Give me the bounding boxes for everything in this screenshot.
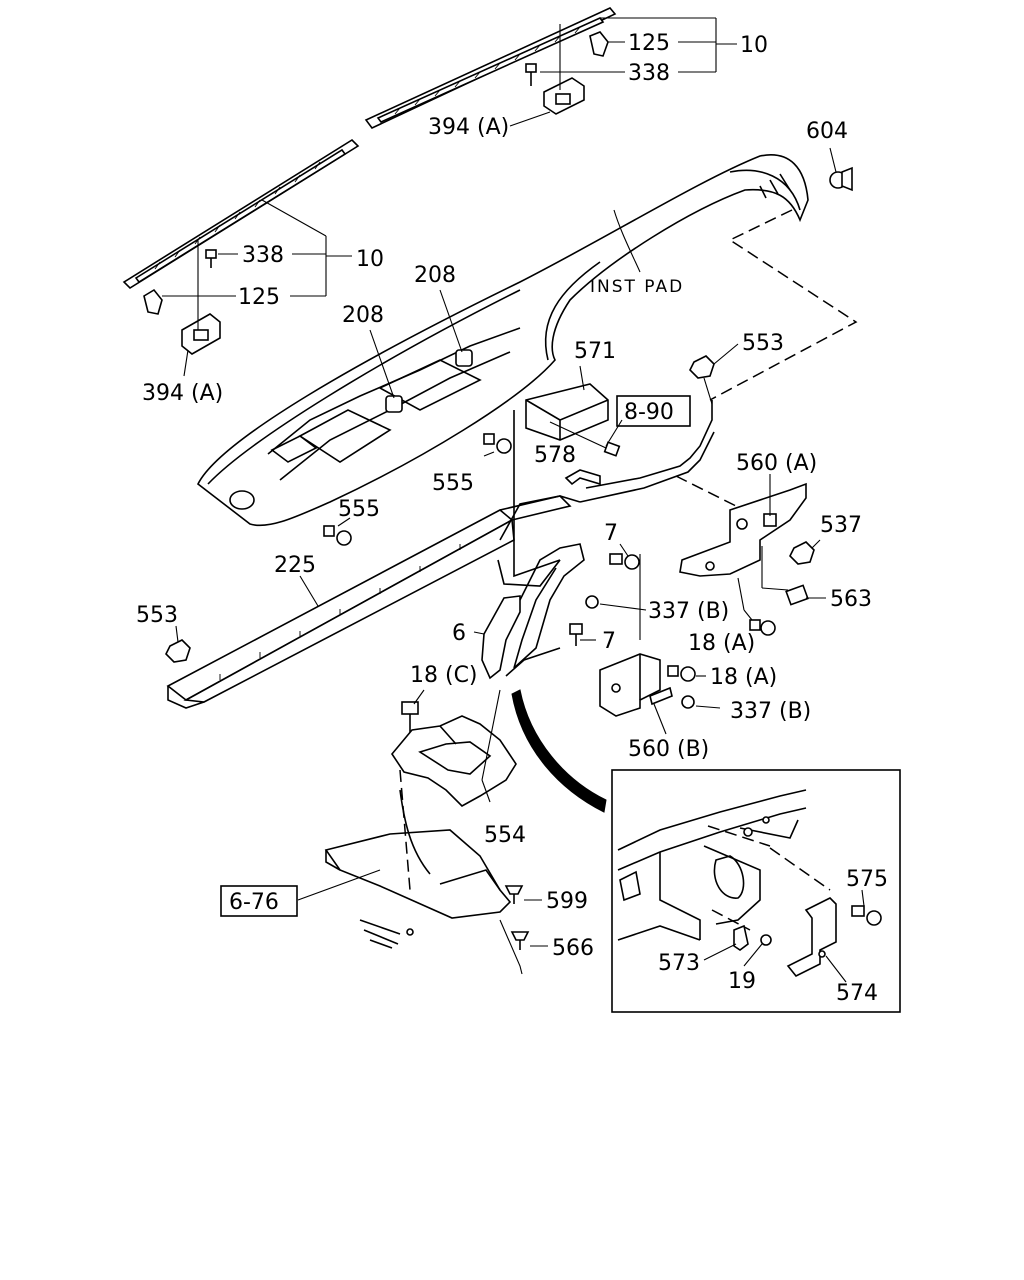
label-10-left[interactable]: 10 [356,247,384,272]
floor-section[interactable] [324,789,512,949]
detail-inset [611,769,901,1013]
defroster-grille-left[interactable] [122,138,360,290]
label-571[interactable]: 571 [574,339,616,364]
bracket-554[interactable] [391,715,517,807]
screw-19[interactable] [760,934,772,946]
defroster-grille-top[interactable] [364,7,617,130]
label-599[interactable]: 599 [546,889,588,914]
label-578[interactable]: 578 [534,443,576,468]
bracket-394a-left[interactable] [181,313,221,355]
label-563[interactable]: 563 [830,587,872,612]
label-208-a[interactable]: 208 [342,303,384,328]
duct-571[interactable] [513,383,609,578]
leaders-554 [413,689,501,803]
label-554[interactable]: 554 [484,823,526,848]
bolt-555-b[interactable] [323,525,352,546]
label-6-76[interactable]: 6-76 [229,890,279,915]
bracket-573[interactable] [733,924,749,951]
nut-537[interactable] [789,541,815,565]
detail-callout-arrow [511,689,607,813]
clip-604[interactable] [829,166,853,192]
leaders-brace [473,543,647,641]
label-225[interactable]: 225 [274,553,316,578]
bolt-18a-b[interactable] [667,665,696,682]
label-338-left[interactable]: 338 [242,243,284,268]
reference-box-6-76[interactable]: 6-76 [220,885,298,917]
label-555-b[interactable]: 555 [338,497,380,522]
label-604[interactable]: 604 [806,119,848,144]
label-553-left[interactable]: 553 [136,603,178,628]
leaders-pad [369,147,837,399]
nut-208-b[interactable] [455,349,473,367]
bolt-555-a[interactable] [483,433,512,454]
label-338-top[interactable]: 338 [628,61,670,86]
label-18a-b[interactable]: 18 (A) [710,665,777,690]
clip-563[interactable] [785,584,809,606]
label-6[interactable]: 6 [452,621,466,646]
dashed-reference-lines [399,209,858,931]
label-7-a[interactable]: 7 [604,521,618,546]
label-575[interactable]: 575 [846,867,888,892]
label-537[interactable]: 537 [820,513,862,538]
label-208-b[interactable]: 208 [414,263,456,288]
bolt-337b-a[interactable] [585,595,599,609]
clip-566[interactable] [510,931,530,950]
cross-member-225[interactable] [166,495,572,709]
bolt-337b-b[interactable] [681,695,695,709]
label-566[interactable]: 566 [552,936,594,961]
label-560a[interactable]: 560 (A) [736,451,817,476]
leaders-left-grille [162,199,352,377]
nut-553-top[interactable] [689,355,715,379]
leaders-560a [737,474,826,621]
bolt-18a-a[interactable] [749,619,776,636]
label-555-a[interactable]: 555 [432,471,474,496]
label-10-top[interactable]: 10 [740,33,768,58]
label-18a-a[interactable]: 18 (A) [688,631,755,656]
label-574[interactable]: 574 [836,981,878,1006]
label-8-90[interactable]: 8-90 [624,400,674,425]
label-394a-top[interactable]: 394 (A) [428,115,509,140]
label-7-b[interactable]: 7 [602,629,616,654]
label-19[interactable]: 19 [728,969,756,994]
brace-6[interactable] [481,543,585,680]
label-125-top[interactable]: 125 [628,31,670,56]
label-560b[interactable]: 560 (B) [628,737,709,762]
nut-208-a[interactable] [385,395,403,413]
bolt-890-ref[interactable] [603,441,621,457]
leaders-cross-member [175,451,495,643]
bracket-560b[interactable] [599,653,673,717]
instrument-pad[interactable] [196,154,809,527]
inst-pad-label[interactable]: INST PAD [590,277,684,297]
label-553-top[interactable]: 553 [742,331,784,356]
label-394a-left[interactable]: 394 (A) [142,381,223,406]
clip-125-left[interactable] [143,288,163,315]
bolt-575[interactable] [851,905,882,926]
label-573[interactable]: 573 [658,951,700,976]
label-18c[interactable]: 18 (C) [410,663,478,688]
leaders-floor [297,869,548,975]
screw-338-top[interactable] [525,63,537,86]
reference-box-8-90[interactable]: 8-90 [616,395,691,427]
bolt-7-a[interactable] [609,553,640,570]
nut-553-left[interactable] [165,639,191,663]
label-337b-a[interactable]: 337 (B) [648,599,729,624]
bolt-7-b[interactable] [569,623,583,646]
leaders-571 [549,365,623,449]
bracket-574[interactable] [786,897,837,978]
clip-125-top[interactable] [589,31,609,57]
bracket-394a-top[interactable] [543,77,585,115]
reinforcement-578[interactable] [497,400,715,587]
screw-338-left[interactable] [205,249,217,268]
label-337b-b[interactable]: 337 (B) [730,699,811,724]
leaders-top-grille [509,17,737,127]
leaders-553-top [703,343,739,405]
bracket-560a[interactable] [679,482,807,577]
label-125-left[interactable]: 125 [238,285,280,310]
clip-599[interactable] [504,885,524,904]
leaders-inset [703,889,865,983]
leaders-560b [653,675,721,735]
